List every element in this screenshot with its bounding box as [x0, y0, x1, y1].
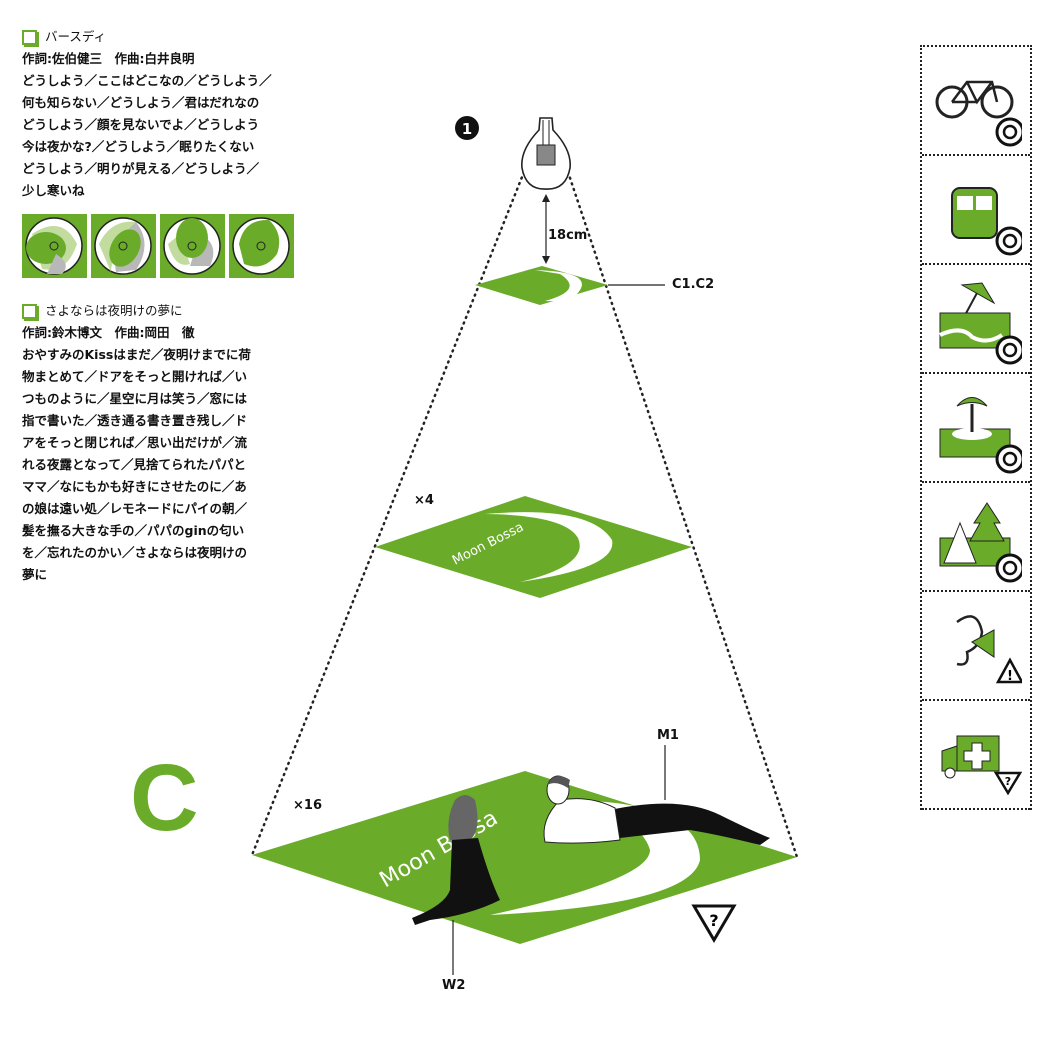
lyric-line: どうしよう／ここはどこなの／どうしよう／: [22, 73, 272, 88]
section-letter: C: [130, 745, 199, 851]
man-label: M1: [657, 728, 679, 743]
noise-cell: !: [922, 592, 1030, 701]
svg-text:?: ?: [709, 911, 718, 930]
ambulance-icon: ?: [941, 735, 1022, 796]
distance-arrow: [542, 194, 550, 264]
small-mat-label: C1.C2: [672, 277, 715, 292]
song-credits: 作詞:鈴木博文 作曲:岡田 徹: [22, 325, 195, 340]
island-cell: [922, 374, 1030, 483]
svg-text:?: ?: [1005, 775, 1011, 788]
moon-phase-icon: [160, 214, 225, 278]
island-icon: [939, 397, 1022, 474]
woman-label: W2: [442, 978, 466, 993]
projection-line-right: [566, 170, 799, 859]
song-title: バースディ: [45, 29, 107, 44]
beach-cell: [922, 265, 1030, 374]
man-figure: [543, 775, 770, 845]
distance-label: 18cm: [548, 228, 588, 243]
camping-icon: [939, 502, 1022, 583]
lyric-line: 何も知らない／どうしよう／君はだれなの: [22, 95, 260, 110]
moon-phase-icon: [22, 214, 87, 278]
bicycle-cell: [922, 47, 1030, 156]
mat-medium: Moon Bossa: [375, 496, 692, 598]
camping-cell: [922, 483, 1030, 592]
lyric-line: 髪を撫る大きな手の／パパのginの匂い: [22, 523, 245, 538]
moon-phase-icon: [229, 214, 294, 278]
moon-phases: [22, 214, 294, 278]
lyric-line: おやすみのKissはまだ／夜明けまでに荷: [22, 347, 251, 362]
lyric-line: 物まとめて／ドアをそっと開ければ／い: [22, 369, 248, 384]
lyric-line: ママ／なにもかも好きにさせたのに／あ: [22, 479, 247, 494]
checkbox-icon: [22, 303, 37, 319]
step-badge: [455, 116, 479, 140]
warning-question-icon: ?: [691, 904, 737, 943]
activity-icon-column: ! ?: [920, 45, 1032, 810]
projection-line-left: [250, 170, 526, 857]
lyric-line: どうしよう／明りが見える／どうしよう／: [22, 161, 260, 176]
lyric-line: 夢に: [22, 567, 48, 582]
checkbox-icon: [22, 29, 37, 45]
medium-scale-label: ×4: [414, 493, 434, 508]
bicycle-icon: [935, 80, 1022, 147]
moon-phase-icon: [91, 214, 156, 278]
woman-figure: [412, 795, 500, 925]
bus-icon: [951, 187, 1022, 256]
light-bulb-icon: [521, 117, 571, 190]
lyric-line: つものように／星空に月は笑う／窓には: [22, 391, 248, 406]
svg-text:!: !: [1007, 669, 1013, 684]
song-birthday: バースディ 作詞:佐伯健三 作曲:白井良明 どうしよう／ここはどこなの／どうしよ…: [22, 26, 312, 202]
mat-small: [475, 266, 608, 305]
beach-icon: [939, 282, 1022, 365]
lyric-line: の娘は遠い処／レモネードにパイの朝／: [22, 501, 248, 516]
lyric-line: れる夜露となって／見捨てられたパパと: [22, 457, 247, 472]
lyric-line: を／忘れたのかい／さよならは夜明けの: [22, 545, 248, 560]
lyric-line: 今は夜かな?／どうしよう／眠りたくない: [22, 139, 255, 154]
song-credits: 作詞:佐伯健三 作曲:白井良明: [22, 51, 195, 66]
song-sayonara: さよならは夜明けの夢に 作詞:鈴木博文 作曲:岡田 徹 おやすみのKissはまだ…: [22, 300, 312, 586]
song-title: さよならは夜明けの夢に: [45, 303, 183, 318]
lyric-line: 指で書いた／透き通る書き置き残し／ド: [22, 413, 248, 428]
bus-cell: [922, 156, 1030, 265]
lyric-line: アをそっと閉じれば／思い出だけが／流: [22, 435, 248, 450]
lyric-line: どうしよう／顔を見ないでよ／どうしよう: [22, 117, 260, 132]
step-number: 1: [462, 120, 472, 138]
large-scale-label: ×16: [293, 798, 322, 813]
ambulance-cell: ?: [922, 701, 1030, 810]
lyric-line: 少し寒いね: [22, 183, 85, 198]
ear-megaphone-icon: !: [956, 615, 1022, 684]
